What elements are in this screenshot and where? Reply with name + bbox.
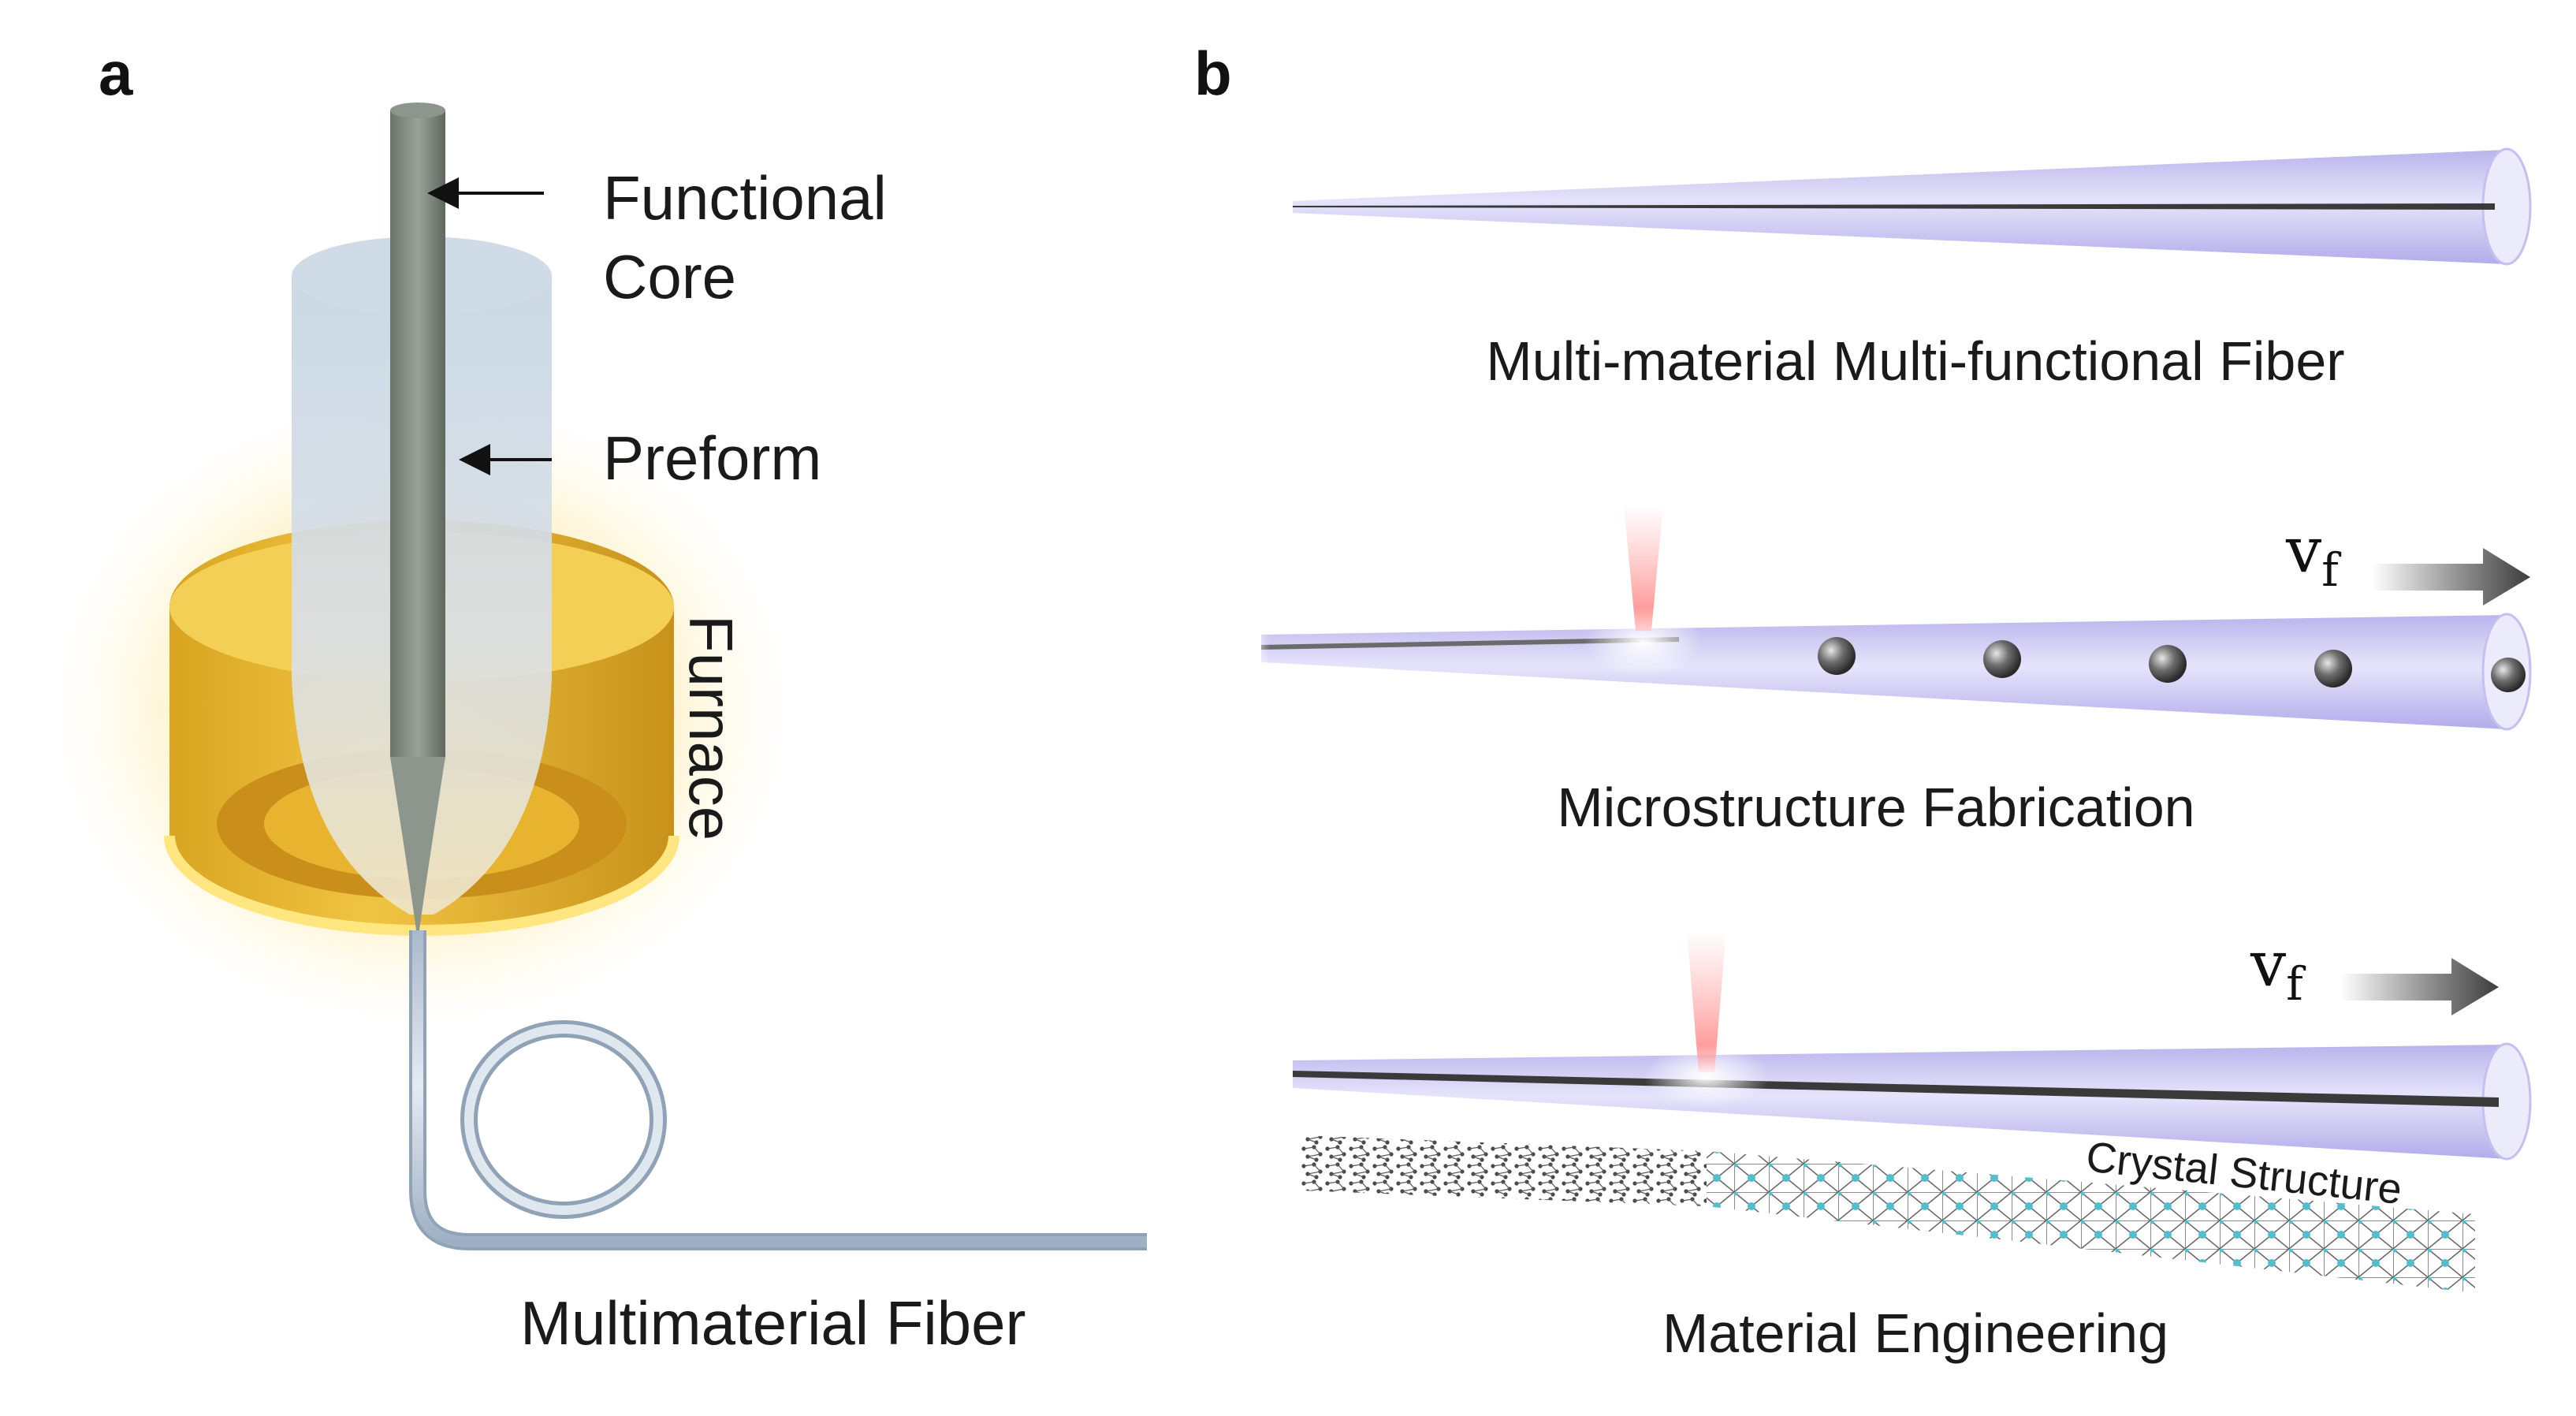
functional-core-label-line1: Functional [603, 163, 887, 233]
microsphere [2491, 658, 2526, 692]
functional-core-rod [390, 102, 445, 930]
row3-caption: Material Engineering [1662, 1302, 2168, 1364]
row1-caption: Multi-material Multi-functional Fiber [1486, 330, 2344, 392]
microsphere [1818, 637, 1856, 675]
microsphere [2314, 650, 2352, 688]
furnace-label: Furnace [676, 615, 746, 840]
fiber-row-1: Multi-material Multi-functional Fiber [1261, 142, 2532, 392]
preform-label: Preform [603, 423, 821, 493]
panel-a: a Func [51, 39, 1147, 1358]
velocity-arrow-3 [2341, 958, 2499, 1015]
fiber-row-2: vf Microstructure Fabrication [1245, 505, 2532, 838]
velocity-label-2: vf [2285, 513, 2341, 597]
laser-flash-2 [1584, 607, 1703, 678]
panel-b-label: b [1194, 39, 1232, 108]
laser-beam-3 [1687, 930, 1726, 1072]
row2-caption: Microstructure Fabrication [1557, 777, 2194, 838]
functional-core-label-line2: Core [603, 242, 736, 311]
laser-flash-3 [1644, 1045, 1770, 1108]
microsphere [1983, 640, 2021, 678]
panel-b: b Multi-material Multi-functional Fiber … [1194, 39, 2532, 1364]
fiber-row-3: vf Crystal Structure Material Engineerin… [1261, 927, 2532, 1364]
multimaterial-fiber-label: Multimaterial Fiber [520, 1288, 1026, 1358]
velocity-arrow-2 [2373, 548, 2530, 606]
velocity-label-3: vf [2250, 927, 2306, 1011]
laser-beam-2 [1624, 505, 1663, 631]
microsphere [2149, 645, 2187, 683]
panel-a-label: a [99, 39, 133, 108]
amorphous-structure [1301, 1135, 1707, 1206]
crystal-lattice [1707, 1151, 2475, 1293]
drawn-fiber [409, 930, 1147, 1250]
